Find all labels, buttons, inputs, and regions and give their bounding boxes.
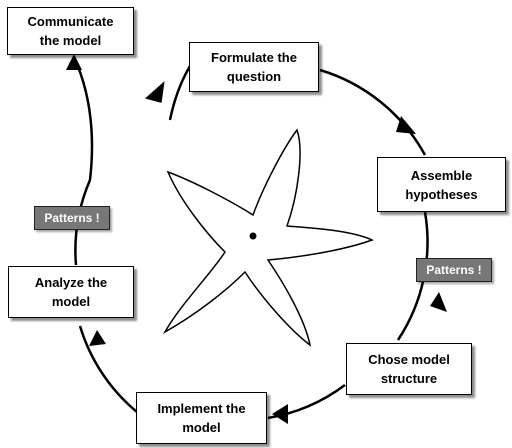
arc-communicate-link <box>72 56 94 181</box>
arrowhead-assemble <box>396 116 416 134</box>
arrowhead-chose <box>430 292 447 312</box>
arc-implement-to-analyze <box>78 325 138 413</box>
node-communicate-the-model: Communicate the model <box>7 7 134 55</box>
arrowhead-formulate <box>144 81 165 103</box>
arrowhead-implement <box>272 404 288 424</box>
node-implement-the-model: Implement the model <box>136 392 267 444</box>
arc-into-formulate <box>168 65 192 121</box>
arc-chose-to-implement <box>267 383 346 420</box>
node-analyze-the-model: Analyze the model <box>8 266 134 318</box>
node-assemble-hypotheses: Assemble hypotheses <box>377 157 506 212</box>
star-center-dot <box>249 232 257 240</box>
arrowhead-analyze <box>89 330 106 346</box>
star-shape <box>163 128 374 347</box>
node-chose-model-structure: Chose model structure <box>346 343 472 395</box>
node-formulate-the-question: Formulate the question <box>189 42 319 92</box>
patterns-tag-left: Patterns ! <box>34 206 110 230</box>
patterns-tag-right: Patterns ! <box>416 258 492 282</box>
arrowhead-communicate <box>66 54 82 70</box>
arc-formulate-to-assemble <box>319 68 427 156</box>
